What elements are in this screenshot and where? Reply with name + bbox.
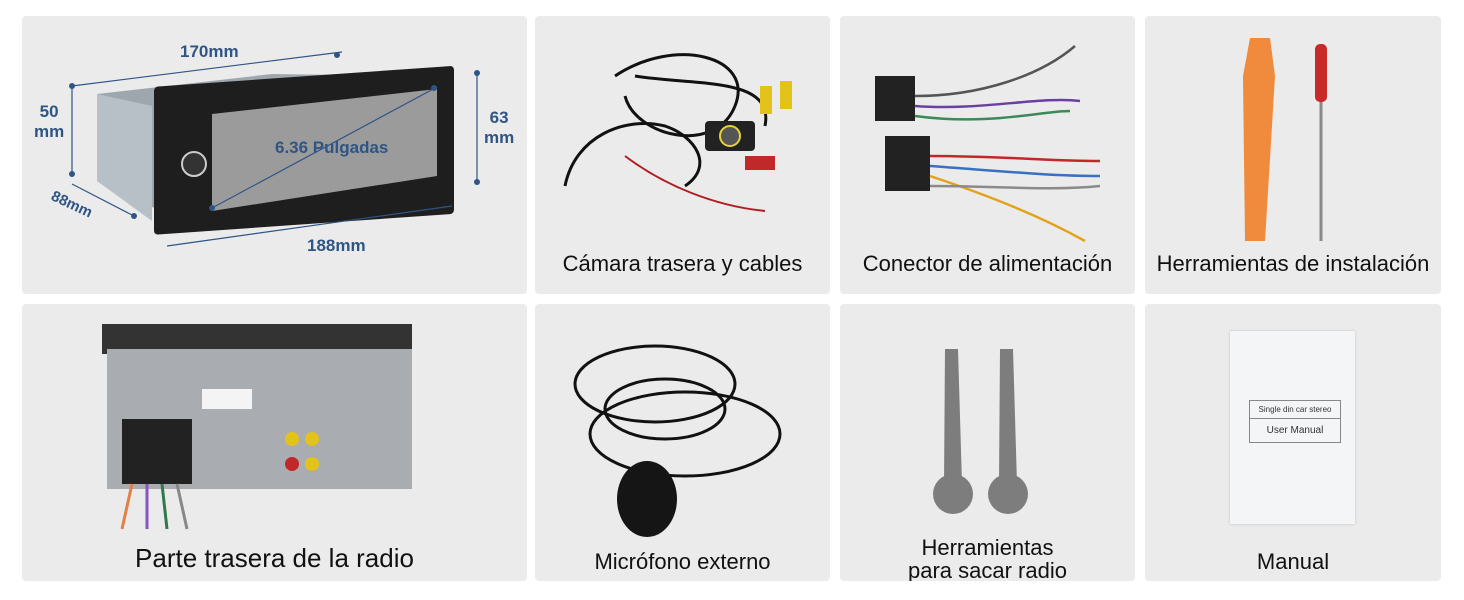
radio-back-panel: Parte trasera de la radio bbox=[22, 304, 527, 581]
radio-dimension-illustration bbox=[69, 51, 480, 247]
rear-camera-cables-image bbox=[563, 53, 792, 212]
manual-title: User Manual bbox=[1266, 425, 1324, 436]
item-label-microphone: Micrófono externo bbox=[594, 549, 771, 574]
dimension-right-unit: mm bbox=[484, 128, 515, 147]
dimension-top-label: 170mm bbox=[180, 42, 239, 61]
dimension-right-value: 63 bbox=[489, 108, 509, 127]
screen-size-label: 6.36 Pulgadas bbox=[275, 138, 389, 157]
installation-tools-image bbox=[1243, 38, 1327, 241]
item-label-installation-tools: Herramientas de instalación bbox=[1156, 251, 1430, 276]
manual-panel: Single din car stereo User Manual Manual bbox=[1145, 304, 1441, 581]
power-connector-harness-image bbox=[875, 45, 1101, 243]
removal-tools-line2: para sacar radio bbox=[908, 558, 1067, 581]
dimension-left-value: 50 bbox=[39, 102, 59, 121]
item-label-manual: Manual bbox=[1256, 549, 1330, 574]
dimension-left-unit: mm bbox=[34, 122, 65, 141]
item-label-power-connector: Conector de alimentación bbox=[862, 251, 1113, 276]
manual-subtitle: Single din car stereo bbox=[1250, 401, 1340, 419]
dimension-bottom-label: 188mm bbox=[307, 236, 366, 255]
external-microphone-image bbox=[573, 344, 782, 537]
power-connector-panel: Conector de alimentación bbox=[840, 16, 1135, 294]
item-label-radio-back: Parte trasera de la radio bbox=[135, 543, 414, 573]
removal-tools-line1: Herramientas bbox=[921, 535, 1054, 560]
radio-removal-keys-image bbox=[933, 349, 1028, 514]
installation-tools-panel: Herramientas de instalación bbox=[1145, 16, 1441, 294]
manual-label-box: Single din car stereo User Manual bbox=[1249, 400, 1341, 443]
microphone-panel: Micrófono externo bbox=[535, 304, 830, 581]
user-manual-booklet: Single din car stereo User Manual bbox=[1230, 331, 1355, 524]
camera-panel: Cámara trasera y cables bbox=[535, 16, 830, 294]
radio-rear-image bbox=[102, 324, 412, 530]
item-label-camera: Cámara trasera y cables bbox=[562, 251, 803, 276]
